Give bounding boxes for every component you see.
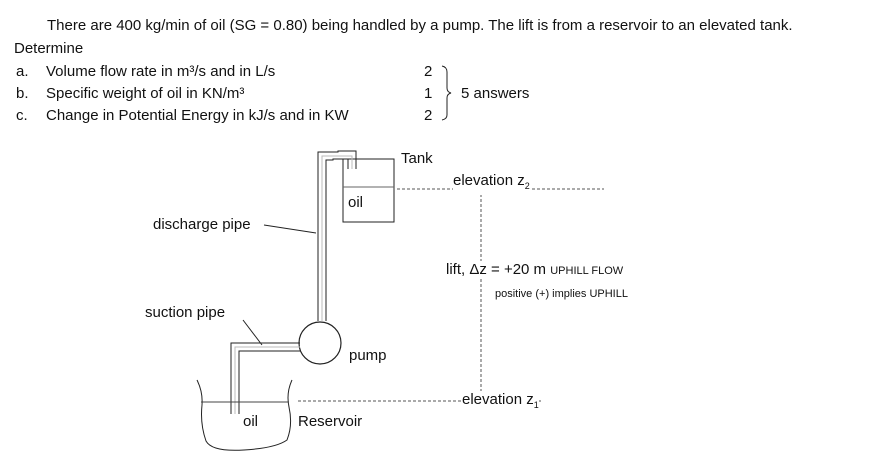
suction-pipe-inner bbox=[238, 350, 300, 414]
answers-brace bbox=[441, 65, 452, 121]
elevation-bottom-text: elevation z bbox=[462, 391, 534, 408]
item-c-text: Change in Potential Energy in kJ/s and i… bbox=[46, 107, 349, 124]
item-a-points: 2 bbox=[424, 63, 433, 80]
discharge-pipe-fill bbox=[321, 155, 353, 321]
tank-label: Tank bbox=[401, 150, 433, 167]
problem-statement: There are 400 kg/min of oil (SG = 0.80) … bbox=[47, 17, 793, 34]
tank bbox=[342, 158, 395, 223]
lift-text: lift, Δz = +20 m bbox=[446, 261, 547, 278]
item-c-marker: c. bbox=[16, 107, 28, 124]
reservoir-label: Reservoir bbox=[298, 413, 363, 430]
determine-label: Determine bbox=[14, 40, 84, 57]
item-b-points: 1 bbox=[424, 85, 433, 102]
item-a-marker: a. bbox=[16, 63, 29, 80]
answers-note: 5 answers bbox=[461, 85, 530, 102]
positive-note: positive (+) implies UPHILL bbox=[495, 288, 628, 301]
reservoir-oil-label: oil bbox=[243, 413, 259, 430]
tank-oil-label: oil bbox=[348, 194, 364, 211]
discharge-pipe-inner bbox=[325, 158, 349, 321]
elevation-top-subscript: 2 bbox=[524, 181, 530, 191]
suction-pipe-label: suction pipe bbox=[145, 304, 226, 321]
item-b-marker: b. bbox=[16, 85, 29, 102]
elevation-top-text: elevation z bbox=[453, 172, 525, 189]
elevation-bottom-label: elevation z1 bbox=[462, 391, 539, 414]
reservoir bbox=[196, 379, 293, 451]
uphill-flow-label: UPHILL FLOW bbox=[550, 265, 624, 277]
suction-leader bbox=[242, 319, 263, 346]
item-b-text: Specific weight of oil in KN/m³ bbox=[46, 85, 245, 102]
elevation-top-label: elevation z2 bbox=[453, 172, 530, 195]
discharge-leader bbox=[263, 224, 317, 234]
discharge-pipe-label: discharge pipe bbox=[153, 216, 251, 233]
discharge-pipe-outer bbox=[317, 150, 357, 321]
pump-label: pump bbox=[349, 347, 387, 364]
suction-pipe-outer bbox=[230, 342, 300, 414]
item-c-points: 2 bbox=[424, 107, 433, 124]
item-a-text: Volume flow rate in m³/s and in L/s bbox=[46, 63, 276, 80]
lift-label: lift, Δz = +20 m UPHILL FLOW bbox=[446, 261, 624, 279]
pump-casing bbox=[298, 321, 342, 365]
elevation-bottom-subscript: 1 bbox=[533, 400, 539, 410]
suction-pipe-fill bbox=[234, 346, 300, 414]
